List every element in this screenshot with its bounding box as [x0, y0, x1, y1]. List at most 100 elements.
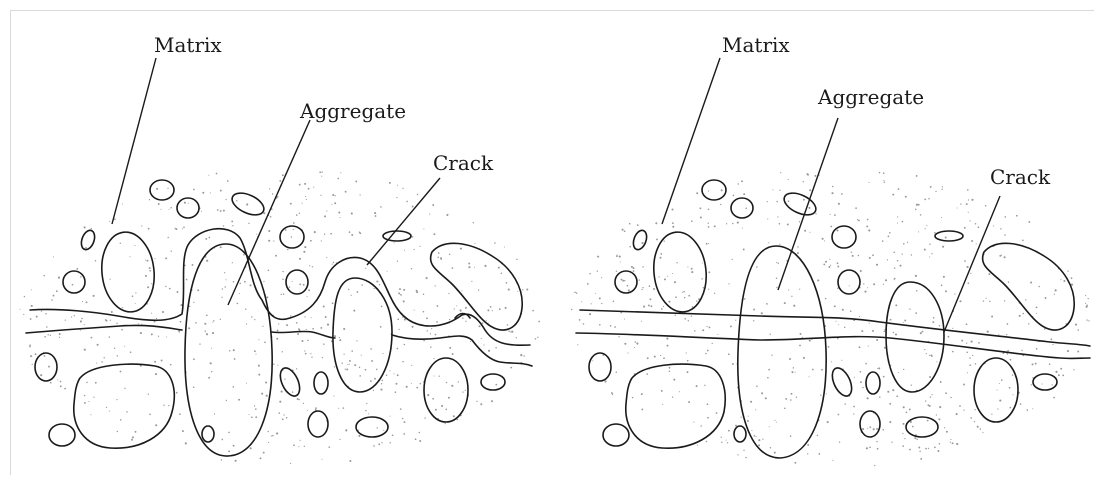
speckle-dot: [254, 319, 255, 320]
speckle-dot: [438, 252, 440, 254]
speckle-dot: [879, 396, 880, 397]
speckle-dot: [872, 330, 874, 332]
speckle-dot: [884, 181, 886, 183]
speckle-dot: [382, 380, 384, 382]
speckle-dot: [902, 433, 903, 434]
speckle-dot: [31, 305, 33, 307]
speckle-dot: [205, 238, 207, 240]
speckle-dot: [873, 283, 875, 285]
speckle-dot: [302, 203, 303, 204]
speckle-dot: [661, 308, 663, 310]
speckle-dot: [282, 174, 284, 176]
speckle-dot: [971, 240, 973, 242]
speckle-dot: [358, 435, 360, 437]
speckle-dot: [465, 321, 466, 322]
speckle-dot: [862, 428, 864, 430]
speckle-dot: [526, 288, 528, 290]
speckle-dot: [90, 337, 92, 339]
speckle-dot: [943, 276, 945, 278]
speckle-dot: [1004, 234, 1005, 235]
speckle-dot: [842, 309, 844, 311]
speckle-dot: [867, 397, 869, 399]
speckle-dot: [968, 282, 970, 284]
speckle-dot: [1085, 295, 1086, 296]
speckle-dot: [233, 349, 235, 351]
speckle-dot: [779, 244, 780, 245]
speckle-dot: [333, 396, 334, 397]
speckle-dot: [120, 371, 122, 373]
speckle-dot: [381, 306, 383, 308]
speckle-dot: [220, 246, 222, 248]
speckle-dot: [193, 302, 194, 303]
speckle-dot: [109, 411, 110, 412]
speckle-dot: [494, 242, 496, 244]
speckle-dot: [642, 287, 643, 288]
speckle-dot: [1063, 280, 1065, 282]
speckle-dot: [629, 246, 631, 248]
speckle-dot: [728, 283, 729, 284]
speckle-dot: [449, 254, 450, 255]
speckle-dot: [706, 243, 708, 245]
speckle-dot: [916, 175, 918, 177]
speckle-dot: [303, 284, 305, 286]
speckle-dot: [1004, 300, 1005, 301]
speckle-dot: [618, 336, 619, 337]
speckle-dot: [791, 296, 792, 297]
speckle-dot: [148, 228, 150, 230]
speckle-dot: [743, 249, 745, 251]
speckle-dot: [708, 289, 709, 290]
speckle-dot: [368, 413, 369, 414]
speckle-dot: [268, 240, 270, 242]
speckle-dot: [255, 408, 257, 410]
speckle-dot: [188, 327, 190, 329]
speckle-dot: [663, 357, 665, 359]
speckle-dot: [977, 426, 979, 428]
speckle-dot: [411, 326, 413, 328]
speckle-dot: [296, 214, 298, 216]
panel-left: Matrix Aggregate Crack: [26, 33, 532, 456]
speckle-dot: [1008, 281, 1010, 283]
speckle-dot: [931, 355, 933, 357]
speckle-dot: [32, 364, 33, 365]
speckle-dot: [701, 278, 703, 280]
speckle-dot: [474, 243, 475, 244]
speckle-dot: [306, 199, 307, 200]
speckle-dot: [201, 211, 202, 212]
speckle-dot: [743, 193, 745, 195]
speckle-dot: [756, 385, 758, 387]
speckle-dot: [483, 344, 484, 345]
speckle-dot: [476, 401, 477, 402]
speckle-dot: [232, 386, 234, 388]
speckle-dot: [265, 381, 267, 383]
speckle-dot: [865, 363, 867, 365]
speckle-dot: [1053, 397, 1055, 399]
speckle-dot: [327, 324, 329, 326]
speckle-dot: [814, 175, 816, 177]
speckle-dot: [945, 392, 947, 394]
speckle-dot: [919, 451, 920, 452]
speckle-dot: [80, 320, 82, 322]
speckle-dot: [774, 420, 775, 421]
speckle-dot: [790, 399, 792, 401]
speckle-dot: [131, 439, 133, 441]
speckle-dot: [416, 290, 418, 292]
speckle-dot: [957, 207, 958, 208]
speckle-dot: [331, 204, 332, 205]
speckle-dot: [134, 245, 135, 246]
speckle-dot: [380, 206, 382, 208]
speckle-dot: [491, 400, 493, 402]
speckle-dot: [777, 216, 778, 217]
speckle-dot: [23, 314, 24, 315]
speckle-dot: [732, 363, 734, 365]
speckle-dot: [837, 266, 839, 268]
speckle-dot: [802, 337, 803, 338]
speckle-dot: [397, 374, 399, 376]
speckle-dot: [844, 403, 845, 404]
speckle-dot: [758, 439, 760, 441]
speckle-dot: [925, 228, 926, 229]
speckle-dot: [462, 391, 463, 392]
speckle-dot: [1004, 256, 1006, 258]
speckle-dot: [987, 331, 989, 333]
speckle-dot: [867, 428, 868, 429]
speckle-dot: [431, 328, 432, 329]
